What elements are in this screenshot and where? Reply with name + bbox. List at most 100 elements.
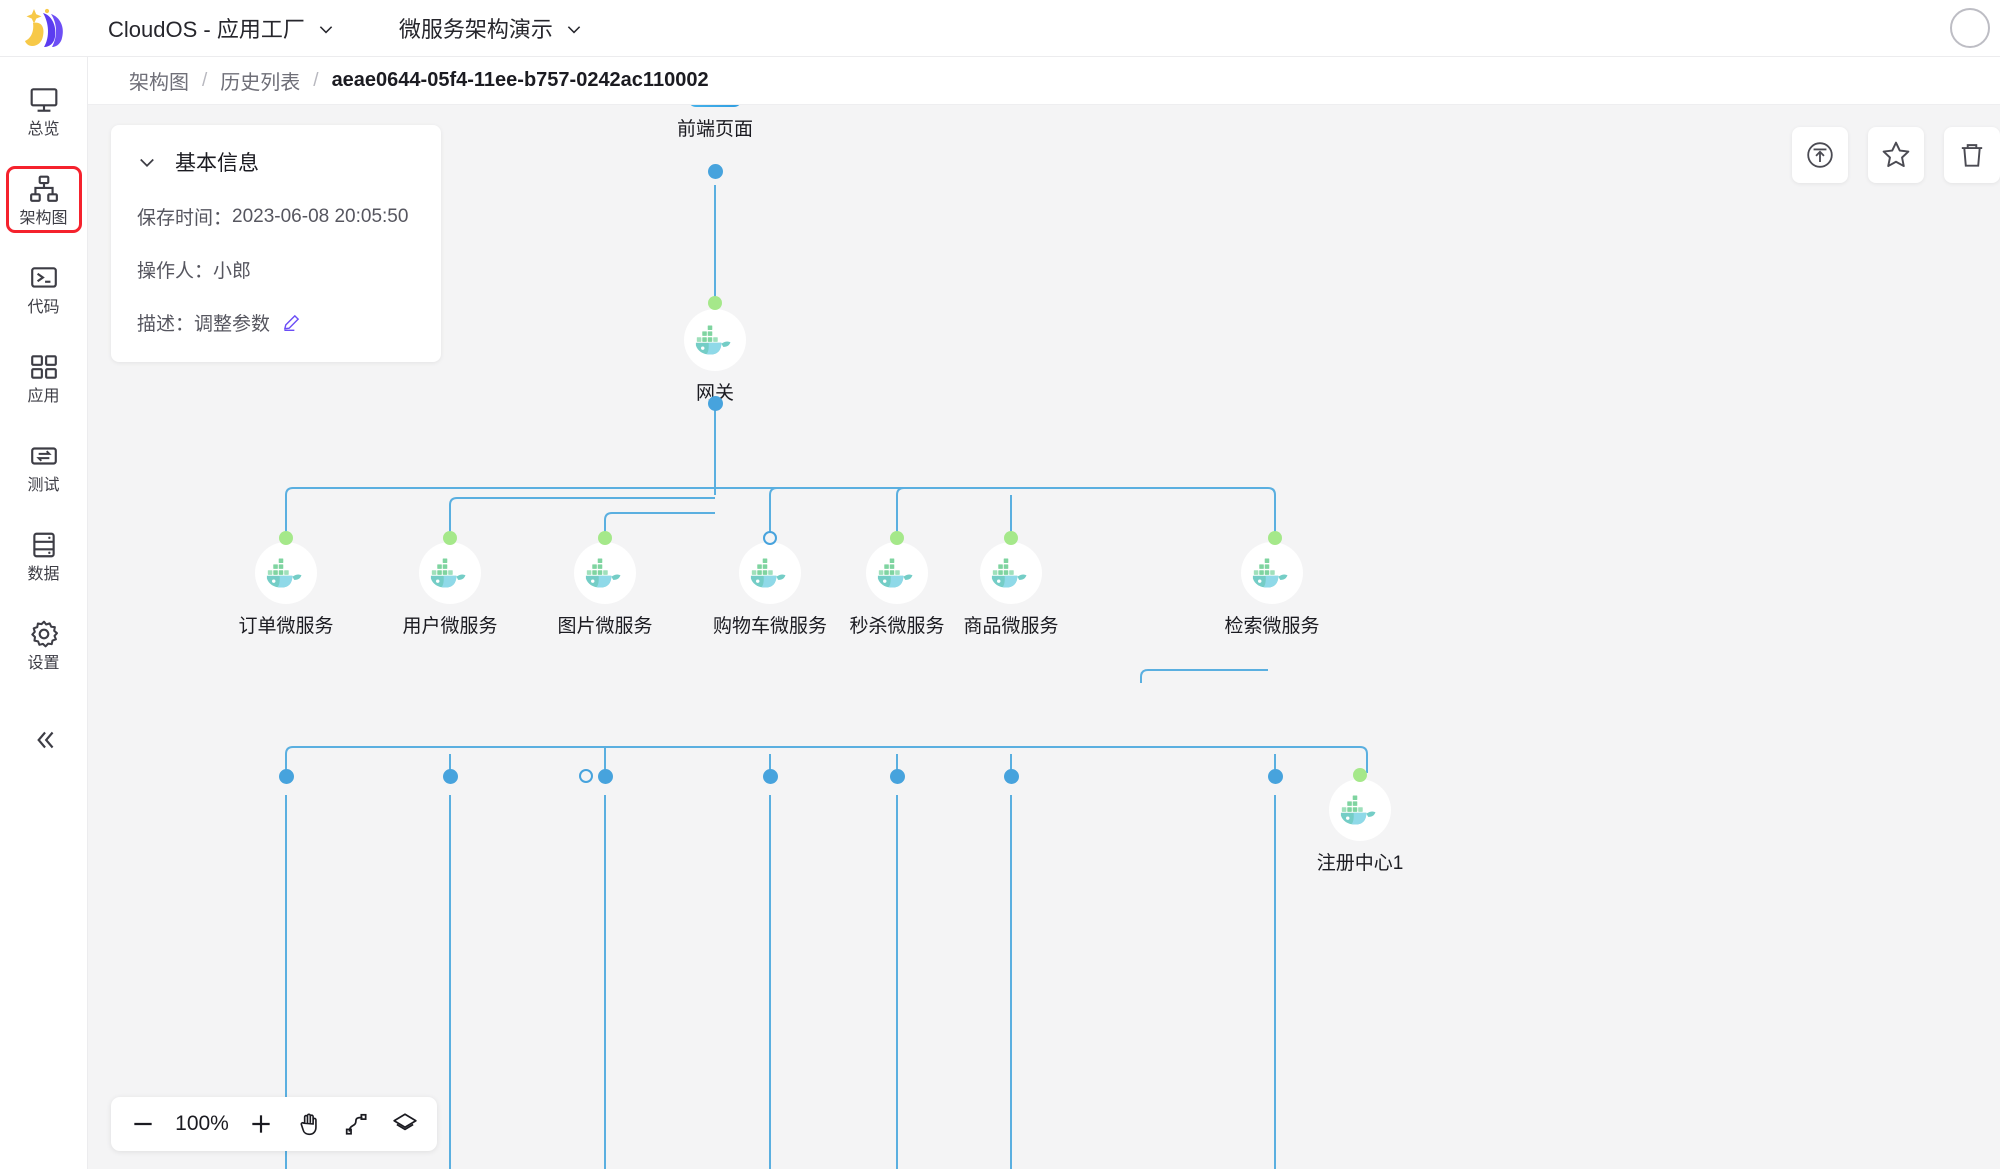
sidebar: 总览 架构图 代码 [0,57,88,1169]
sidebar-item-settings[interactable]: 设置 [8,613,80,676]
sidebar-item-label: 代码 [27,299,60,316]
port-order-out[interactable] [279,531,293,545]
zoom-level[interactable]: 100% [175,1112,229,1135]
node-icon-docker[interactable] [866,542,928,604]
avatar[interactable] [1950,8,1990,48]
port-image-in[interactable] [598,769,613,784]
pencil-icon[interactable] [282,313,301,332]
node-icon-page[interactable] [688,105,742,107]
node-icon-docker[interactable] [684,309,746,371]
info-value: 调整参数 [194,314,271,335]
sidebar-collapse-button[interactable] [16,716,72,764]
node-label: 检索微服务 [1224,616,1320,637]
node-icon-docker[interactable] [574,542,636,604]
docker-whale-icon [585,558,621,588]
node-icon-docker[interactable] [419,542,481,604]
zoom-toolbar: 100% [111,1097,437,1151]
node-search-service[interactable]: 检索微服务 [1212,542,1332,638]
node-icon-docker[interactable] [1329,779,1391,841]
sidebar-item-data[interactable]: 数据 [8,524,80,587]
breadcrumb-item-architecture[interactable]: 架构图 [129,72,189,94]
port-seckill-in[interactable] [890,769,905,784]
port-order-in[interactable] [279,769,294,784]
port-seckill-out[interactable] [890,531,904,545]
export-button[interactable] [1792,127,1848,183]
node-order-service[interactable]: 订单微服务 [226,542,346,638]
favorite-button[interactable] [1868,127,1924,183]
info-label: 保存时间： [137,208,233,229]
top-bar: CloudOS - 应用工厂 微服务架构演示 [0,0,2000,57]
port-cart-out[interactable] [763,531,777,545]
port-user-out[interactable] [443,531,457,545]
sidebar-item-label: 总览 [27,121,60,138]
sidebar-item-application[interactable]: 应用 [8,346,80,409]
edge-route-icon [345,1113,367,1135]
brand-switcher[interactable]: CloudOS - 应用工厂 [108,12,333,44]
port-user-in[interactable] [443,769,458,784]
node-registry[interactable]: 注册中心1 [1300,779,1420,875]
double-chevron-left-icon [36,731,53,749]
node-gateway[interactable]: 网关 [655,309,775,405]
star-icon [1882,141,1910,168]
port-product-in[interactable] [1004,769,1019,784]
node-image-service[interactable]: 图片微服务 [545,542,665,638]
zoom-out-button[interactable] [121,1102,165,1146]
breadcrumb: 架构图 / 历史列表 / aeae0644-05f4-11ee-b757-024… [88,57,2000,105]
docker-whale-icon [991,558,1027,588]
node-icon-docker[interactable] [255,542,317,604]
port-search-in[interactable] [1268,769,1283,784]
pan-tool-button[interactable] [287,1102,331,1146]
docker-whale-icon [1252,558,1288,588]
port-gateway-in[interactable] [708,396,723,411]
port-registry-out[interactable] [1353,768,1367,782]
node-label: 网关 [695,383,734,404]
sidebar-item-overview[interactable]: 总览 [8,79,80,142]
layers-button[interactable] [383,1102,427,1146]
port-product-out[interactable] [1004,531,1018,545]
node-seckill-service[interactable]: 秒杀微服务 [837,542,957,638]
port-gateway-out[interactable] [708,296,722,310]
breadcrumb-separator: / [313,69,319,91]
port-search-out[interactable] [1268,531,1282,545]
port-frontend-in[interactable] [708,164,723,179]
node-icon-docker[interactable] [1241,542,1303,604]
node-label: 前端页面 [676,119,753,140]
info-row-save-time: 保存时间： 2023-06-08 20:05:50 [111,203,441,230]
sidebar-item-code[interactable]: 代码 [8,257,80,320]
delete-button[interactable] [1944,127,2000,183]
basic-info-header[interactable]: 基本信息 [111,147,441,177]
chevron-down-icon [565,20,581,36]
breadcrumb-separator: / [202,69,208,91]
sidebar-item-architecture[interactable]: 架构图 [5,166,82,233]
node-frontend[interactable]: 前端页面 [655,105,775,141]
breadcrumb-item-history[interactable]: 历史列表 [220,72,301,94]
sidebar-item-test[interactable]: 测试 [8,435,80,498]
port-image-out[interactable] [598,531,612,545]
basic-info-card: 基本信息 保存时间： 2023-06-08 20:05:50 操作人： 小郎 描… [111,125,441,362]
node-icon-docker[interactable] [980,542,1042,604]
node-label: 商品微服务 [963,616,1059,637]
port-image-in-secondary[interactable] [579,769,593,783]
document-label: 微服务架构演示 [398,17,553,42]
architecture-canvas[interactable]: 前端页面 网关 [88,105,2000,1169]
app-logo[interactable] [0,7,88,49]
node-label: 订单微服务 [238,616,334,637]
node-product-service[interactable]: 商品微服务 [951,542,1071,638]
document-switcher[interactable]: 微服务架构演示 [399,12,581,44]
zoom-in-button[interactable] [239,1102,283,1146]
node-icon-docker[interactable] [739,542,801,604]
node-label: 图片微服务 [557,616,653,637]
edge-route-button[interactable] [335,1102,379,1146]
node-user-service[interactable]: 用户微服务 [390,542,510,638]
hand-icon [300,1113,317,1136]
sidebar-item-label: 测试 [27,477,60,494]
chevron-down-icon [140,158,154,167]
info-value: 2023-06-08 20:05:50 [232,205,409,227]
graph-edges [285,185,1368,1169]
node-cart-service[interactable]: 购物车微服务 [710,542,830,638]
info-label: 描述： [137,314,195,335]
docker-whale-icon [1340,795,1376,825]
port-cart-in[interactable] [763,769,778,784]
grid-icon [30,355,57,379]
